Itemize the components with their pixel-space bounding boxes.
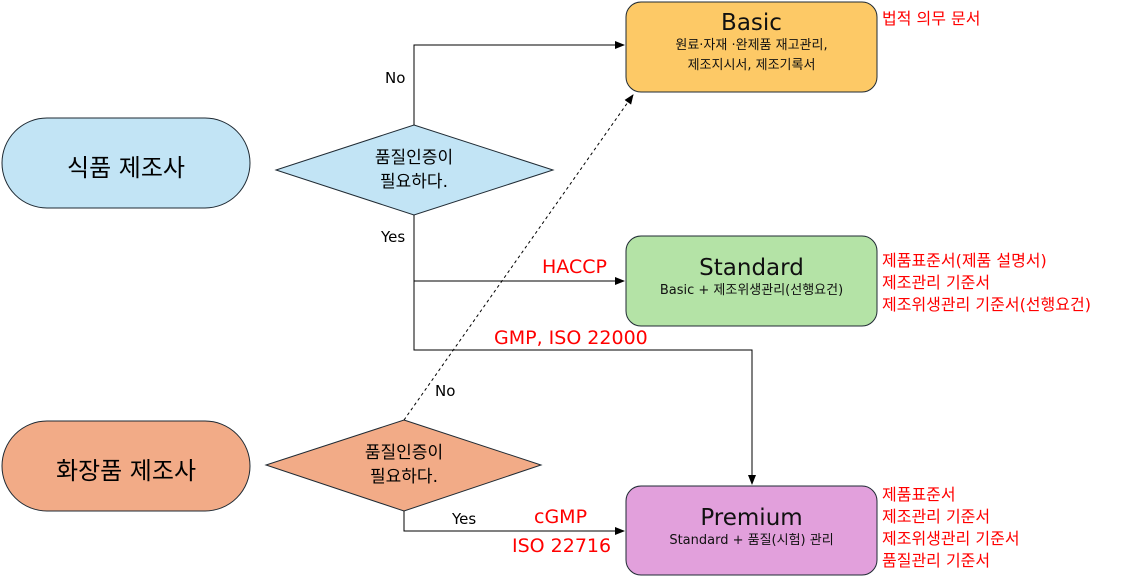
standard-sub-line: Basic + 제조위생관리(선행요건) [659, 283, 844, 298]
food-no-label: No [385, 69, 406, 87]
standard-notes: 제품표준서(제품 설명서) 제조관리 기준서 제조위생관리 기준서(선행요건) [882, 250, 1091, 316]
haccp-label: HACCP [542, 256, 607, 278]
basic-title: Basic [721, 10, 782, 36]
standard-title: Standard [699, 255, 804, 281]
note-line: 제조관리 기준서 [882, 507, 991, 526]
food-decision-label: 품질인증이 필요하다. [314, 146, 514, 194]
cosmetic-manufacturer-label: 화장품 제조사 [55, 457, 197, 485]
cosmetic-yes-label: Yes [452, 510, 477, 528]
note-line: 제조위생관리 기준서(선행요건) [882, 295, 1091, 314]
premium-box [625, 485, 878, 576]
decision-line: 필요하다. [380, 172, 448, 192]
standard-box [625, 235, 878, 327]
basic-sub-line: 원료·자재 ·완제품 재고관리, [675, 38, 828, 53]
cosmetic-decision-label: 품질인증이 필요하다. [304, 441, 504, 489]
note-line: 제조위생관리 기준서 [882, 529, 1020, 548]
edge-cosmetic-yes [403, 511, 625, 535]
basic-sub-line: 제조지시서, 제조기록서 [687, 58, 816, 73]
note-line: 품질관리 기준서 [882, 551, 991, 570]
food-manufacturer-node [1, 117, 251, 209]
edge-food-yes [413, 215, 756, 485]
decision-line: 품질인증이 [364, 443, 444, 463]
premium-title: Premium [700, 505, 803, 531]
basic-notes: 법적 의무 문서 [882, 8, 981, 30]
decision-line: 품질인증이 [374, 148, 454, 168]
cgmp-label: cGMP [534, 506, 588, 528]
food-yes-label: Yes [381, 228, 406, 246]
decision-line: 필요하다. [370, 467, 438, 487]
gmp-label: GMP, ISO 22000 [494, 327, 648, 349]
note-line: 제품표준서(제품 설명서) [882, 251, 1047, 270]
cosmetic-manufacturer-node [1, 420, 251, 512]
edge-food-no [413, 41, 625, 125]
cosmetic-no-label: No [435, 382, 456, 400]
note-line: 제품표준서 [882, 485, 956, 504]
iso22716-label: ISO 22716 [512, 535, 612, 557]
food-manufacturer-label: 식품 제조사 [66, 154, 186, 182]
note-line: 제조관리 기준서 [882, 273, 991, 292]
edge-cosmetic-no [403, 94, 634, 421]
premium-sub-line: Standard + 품질(시험) 관리 [669, 533, 834, 548]
premium-content: Premium Standard + 품질(시험) 관리 [626, 505, 877, 551]
premium-notes: 제품표준서 제조관리 기준서 제조위생관리 기준서 품질관리 기준서 [882, 484, 1020, 572]
note-line: 법적 의무 문서 [882, 9, 981, 28]
basic-content: Basic 원료·자재 ·완제품 재고관리, 제조지시서, 제조기록서 [626, 10, 877, 76]
basic-box [625, 1, 878, 93]
standard-content: Standard Basic + 제조위생관리(선행요건) [626, 255, 877, 301]
